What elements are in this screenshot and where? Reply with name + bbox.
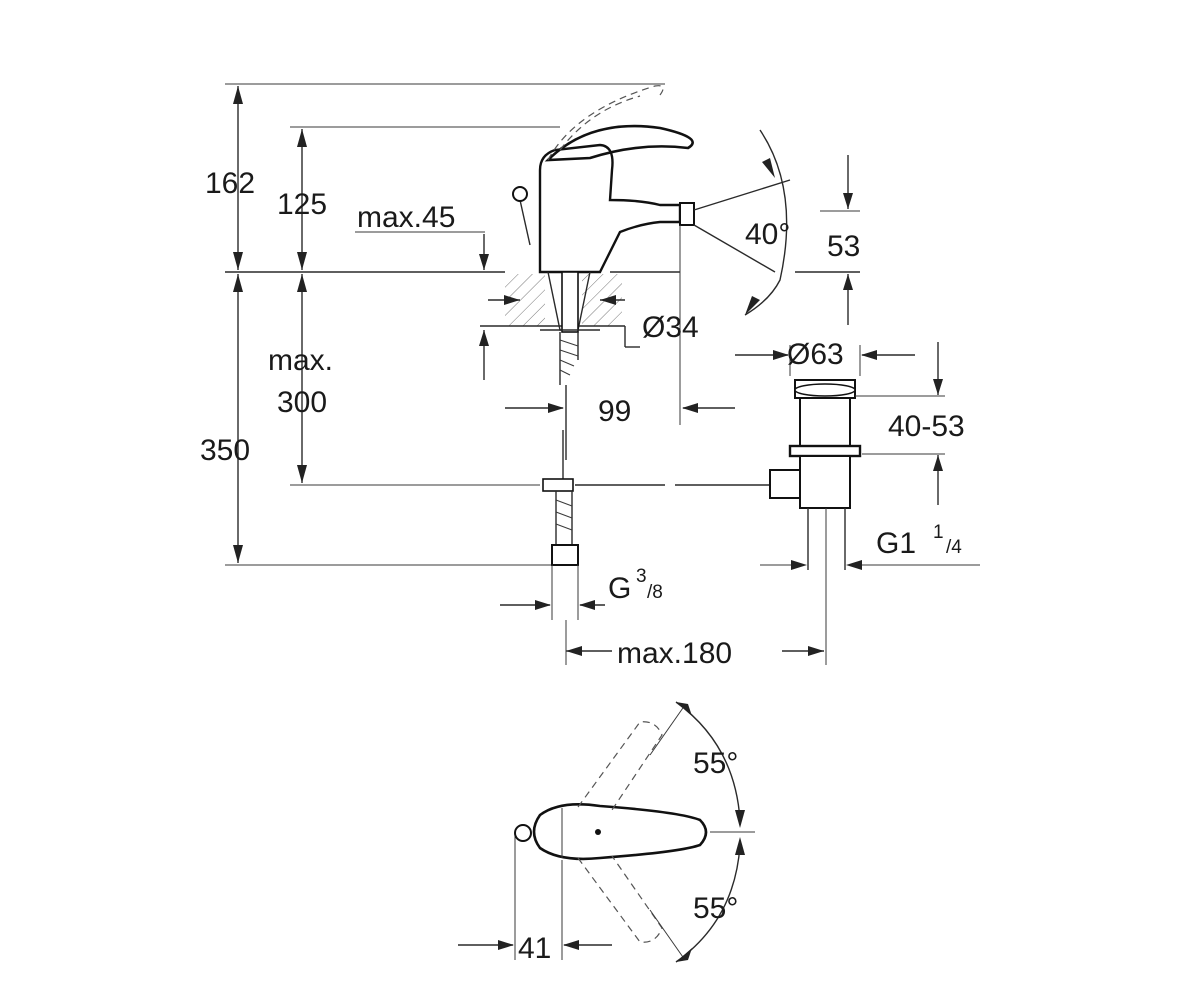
label-waste-connection-den: /4 — [946, 537, 962, 558]
label-supply-connection: G — [608, 572, 631, 605]
popup-waste — [735, 345, 980, 665]
label-below-deck-total: 350 — [200, 434, 250, 467]
label-overall-height: 162 — [205, 167, 255, 200]
waste-offset-dimension — [565, 620, 824, 665]
label-lever-angle-rear: 55° — [693, 747, 738, 780]
label-spout-reach: 99 — [598, 395, 631, 428]
top-view: 55° 55° 41 — [458, 701, 755, 965]
label-below-deck-max: max. — [268, 344, 333, 377]
label-supply-connection-den: /8 — [647, 582, 663, 603]
label-waste-connection-num: 1 — [933, 522, 944, 543]
spout-angle-marker — [693, 129, 791, 316]
label-deck-thickness: max.45 — [357, 201, 455, 234]
label-lever-angle-front: 55° — [693, 892, 738, 925]
mounting-deck — [480, 274, 640, 348]
label-lever-offset: 41 — [518, 932, 551, 965]
mixer-body — [512, 85, 695, 385]
reach-dimension — [505, 225, 735, 460]
label-mount-hole-diameter: Ø34 — [642, 311, 699, 344]
label-waste-connection: G1 — [876, 527, 916, 560]
label-waste-height-range: 40-53 — [888, 410, 965, 443]
label-waste-diameter: Ø63 — [787, 338, 844, 371]
lever-top-outline — [514, 803, 708, 861]
supply-connector — [500, 430, 770, 620]
lever-rotation-ghosts — [577, 721, 663, 943]
label-below-deck-value: 300 — [277, 386, 327, 419]
label-waste-offset: max.180 — [617, 637, 732, 670]
label-supply-connection-num: 3 — [636, 566, 647, 587]
side-view: 162 125 max.45 40° 53 Ø34 Ø63 max. 300 9… — [200, 83, 980, 670]
rotation-angle-markers — [649, 701, 755, 963]
label-lever-height: 125 — [277, 188, 327, 221]
reference-lines — [225, 83, 860, 566]
vertical-dimension-lines — [233, 86, 943, 563]
label-spout-angle: 40° — [745, 218, 790, 251]
label-spout-height: 53 — [827, 230, 860, 263]
